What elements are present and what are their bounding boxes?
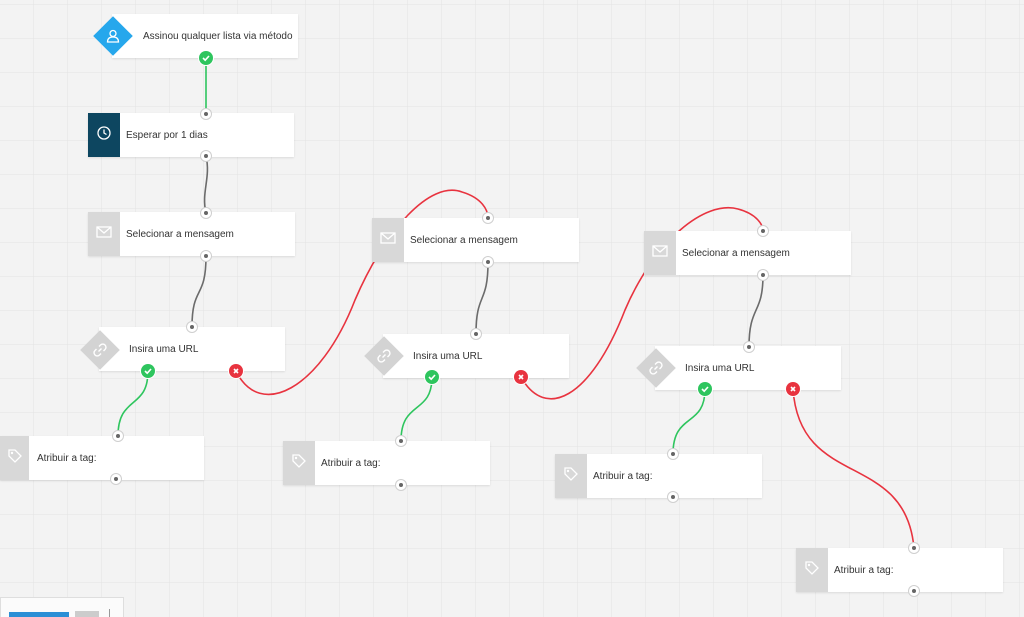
tag-in-port[interactable] [113, 431, 123, 441]
url-condition-node[interactable]: Insira uma URL [99, 327, 285, 371]
zoom-panel[interactable] [0, 597, 124, 617]
no-badge[interactable] [229, 364, 243, 378]
link-icon [80, 330, 120, 370]
panel-divider [109, 609, 110, 617]
url-condition-label: Insira uma URL [129, 343, 199, 355]
url-condition-label: Insira uma URL [413, 350, 483, 362]
link-icon [364, 336, 404, 376]
tag-out-port[interactable] [396, 480, 406, 490]
tag-label: Atribuir a tag: [37, 452, 97, 464]
message-in-port[interactable] [758, 226, 768, 236]
message-icon-box [88, 212, 120, 256]
tag-out-port[interactable] [111, 474, 121, 484]
message-label: Selecionar a mensagem [126, 228, 234, 240]
trigger-yes-badge[interactable] [199, 51, 213, 65]
trigger-node[interactable]: Assinou qualquer lista via método [112, 14, 298, 58]
connector-message-3-url-3 [748, 274, 764, 348]
tag-icon-box [283, 441, 315, 485]
message-node[interactable]: Selecionar a mensagem [644, 231, 851, 275]
url-condition-in-port[interactable] [187, 322, 197, 332]
tag-icon-box [0, 436, 29, 480]
tag-node[interactable]: Atribuir a tag: [0, 436, 204, 480]
message-icon-box [372, 218, 404, 262]
tag-icon [291, 453, 307, 474]
tag-in-port[interactable] [909, 543, 919, 553]
tag-in-port[interactable] [396, 436, 406, 446]
message-out-port[interactable] [483, 257, 493, 267]
url-condition-in-port[interactable] [471, 329, 481, 339]
message-label: Selecionar a mensagem [682, 247, 790, 259]
url-condition-node[interactable]: Insira uma URL [383, 334, 569, 378]
message-in-port[interactable] [201, 208, 211, 218]
envelope-icon [380, 231, 396, 249]
url-condition-label: Insira uma URL [685, 362, 755, 374]
wait-in-port[interactable] [201, 109, 211, 119]
message-node[interactable]: Selecionar a mensagem [372, 218, 579, 262]
tag-label: Atribuir a tag: [834, 564, 894, 576]
yes-badge[interactable] [698, 382, 712, 396]
tag-icon [804, 560, 820, 581]
zoom-slider-handle[interactable] [75, 611, 99, 617]
tag-in-port[interactable] [668, 449, 678, 459]
tag-icon-box [555, 454, 587, 498]
connector-message-2-url-2 [475, 261, 489, 335]
tag-icon [563, 466, 579, 487]
yes-badge[interactable] [141, 364, 155, 378]
user-icon [93, 16, 133, 56]
connector-message-1-url-1 [191, 255, 207, 328]
wait-icon-box [88, 113, 120, 157]
wait-node[interactable]: Esperar por 1 dias [88, 113, 294, 157]
url-condition-in-port[interactable] [744, 342, 754, 352]
trigger-label: Assinou qualquer lista via método [143, 30, 293, 42]
message-label: Selecionar a mensagem [410, 234, 518, 246]
tag-label: Atribuir a tag: [593, 470, 653, 482]
clock-icon [96, 125, 112, 146]
connector-wait-message-1 [203, 155, 209, 214]
tag-out-port[interactable] [909, 586, 919, 596]
message-out-port[interactable] [758, 270, 768, 280]
tag-node[interactable]: Atribuir a tag: [283, 441, 490, 485]
tag-icon-box [796, 548, 828, 592]
tag-node[interactable]: Atribuir a tag: [555, 454, 762, 498]
message-icon-box [644, 231, 676, 275]
tag-node[interactable]: Atribuir a tag: [796, 548, 1003, 592]
zoom-slider-track[interactable] [9, 612, 69, 617]
envelope-icon [652, 244, 668, 262]
no-badge[interactable] [786, 382, 800, 396]
envelope-icon [96, 225, 112, 243]
wait-out-port[interactable] [201, 151, 211, 161]
message-node[interactable]: Selecionar a mensagem [88, 212, 295, 256]
no-badge[interactable] [514, 370, 528, 384]
yes-badge[interactable] [425, 370, 439, 384]
tag-icon [7, 448, 23, 469]
wait-label: Esperar por 1 dias [126, 129, 208, 141]
url-condition-node[interactable]: Insira uma URL [655, 346, 841, 390]
connector-url-3-yes [672, 388, 706, 455]
message-in-port[interactable] [483, 213, 493, 223]
connector-url-2-yes [400, 376, 433, 442]
message-out-port[interactable] [201, 251, 211, 261]
connector-url-3-no [792, 388, 915, 549]
tag-label: Atribuir a tag: [321, 457, 381, 469]
tag-out-port[interactable] [668, 492, 678, 502]
link-icon [636, 348, 676, 388]
connector-url-1-yes [117, 370, 149, 437]
